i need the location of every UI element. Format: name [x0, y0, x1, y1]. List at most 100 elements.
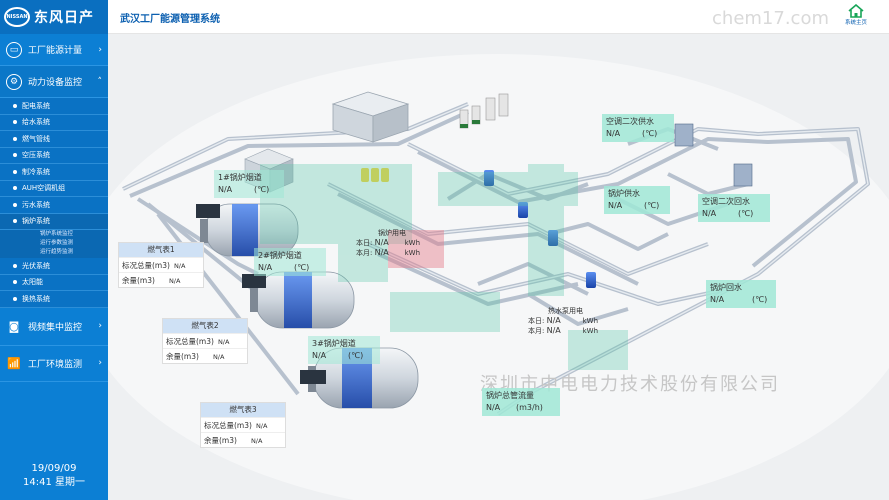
pump-power-today: N/A: [546, 316, 561, 325]
boiler-supply-card: 锅炉供水 N/A(℃): [604, 186, 670, 214]
dosing-tanks: [361, 168, 389, 182]
nav-energy-metering[interactable]: ▭ 工厂能源计量 ›: [0, 34, 108, 66]
sub-item-power-distribution[interactable]: 配电系统: [0, 98, 108, 115]
nav-video-monitoring[interactable]: ◙ 视频集中监控 ›: [0, 308, 108, 346]
gas-meter-2-title: 燃气表2: [163, 319, 247, 333]
ac-supply-unit: (℃): [642, 129, 658, 138]
softener-tanks: [459, 93, 509, 129]
ac-return-value: N/A: [702, 209, 717, 218]
home-label: 系统主页: [844, 20, 867, 26]
boiler-supply-unit: (℃): [644, 201, 660, 210]
nissan-logo-icon: NISSAN: [4, 7, 30, 27]
boiler-diagram: 深圳市中电电力技术股份有限公司 1#锅炉烟道 N/A(℃) 2#锅炉烟道 N/A…: [108, 34, 889, 500]
ac-supply-name: 空调二次供水: [606, 117, 654, 126]
gas-meter-2-rem-value: N/A: [212, 353, 225, 361]
flue-2-name: 2#锅炉烟道: [258, 251, 302, 260]
sub-item-refrigeration[interactable]: 制冷系统: [0, 164, 108, 181]
boiler-child-monitor[interactable]: 锅炉系统监控: [0, 230, 108, 239]
flue-1-card: 1#锅炉烟道 N/A(℃): [214, 170, 284, 198]
chevron-right-icon: ›: [98, 358, 102, 368]
plate-exchangers: [674, 123, 753, 187]
pump-power-today-label: 本日:: [528, 317, 545, 325]
ac-return-unit: (℃): [738, 209, 754, 218]
brand-name: 东风日产: [34, 10, 94, 26]
boiler-power-title: 锅炉用电: [378, 229, 406, 237]
chevron-up-icon: ˄: [97, 76, 103, 87]
pump-power-month-label: 本月:: [528, 327, 545, 335]
gas-meter-2-std-label: 标况总量(m3): [166, 337, 214, 346]
gas-meter-3-std-value: N/A: [255, 422, 268, 430]
sidebar: NISSAN 东风日产 ▭ 工厂能源计量 › ⚙ 动力设备监控 ˄ 配电系统 给…: [0, 0, 108, 500]
flue-3-unit: (℃): [348, 351, 364, 360]
home-icon: [848, 4, 864, 18]
flue-2-value: N/A: [258, 263, 273, 272]
signal-icon: 📶: [7, 356, 21, 370]
gas-meter-1-std-value: N/A: [173, 262, 186, 270]
gas-meter-1-rem-label: 余量(m3): [122, 276, 155, 285]
home-button[interactable]: 系统主页: [841, 4, 871, 26]
gas-meter-3-rem-label: 余量(m3): [204, 436, 237, 445]
boiler-return-card: 锅炉回水 N/A(℃): [706, 280, 776, 308]
nav-env-monitoring[interactable]: 📶 工厂环境监测 ›: [0, 346, 108, 382]
gas-meter-2-std-value: N/A: [217, 338, 230, 346]
current-time: 14:41 星期一: [23, 477, 85, 488]
gas-meter-2: 燃气表2 标况总量(m3)N/A 余量(m3)N/A: [162, 318, 248, 364]
flue-1-name: 1#锅炉烟道: [218, 173, 262, 182]
total-flow-unit: (m3/h): [516, 403, 543, 412]
total-flow-card: 锅炉总管流量 N/A (m3/h): [482, 388, 560, 416]
gas-meter-1-rem-value: N/A: [168, 277, 181, 285]
total-flow-name: 锅炉总管流量: [486, 391, 534, 400]
flue-2-unit: (℃): [294, 263, 310, 272]
pipe-network: [108, 34, 889, 500]
nav-video-monitoring-label: 视频集中监控: [28, 322, 83, 333]
watermark-top: chem17.com: [712, 8, 829, 29]
flue-3-card: 3#锅炉烟道 N/A(℃): [308, 336, 380, 364]
boiler-power-today: N/A: [374, 238, 389, 247]
boiler-power-month: N/A: [374, 248, 389, 257]
nav-energy-metering-label: 工厂能源计量: [28, 46, 83, 56]
boiler-power-month-label: 本月:: [356, 249, 373, 257]
ac-return-name: 空调二次回水: [702, 197, 750, 206]
gas-meter-3: 燃气表3 标况总量(m3)N/A 余量(m3)N/A: [200, 402, 286, 448]
boiler-supply-value: N/A: [608, 201, 623, 210]
sub-item-boiler[interactable]: 锅炉系统: [0, 213, 108, 230]
flue-2-card: 2#锅炉烟道 N/A (℃): [254, 248, 326, 276]
chevron-right-icon: ›: [98, 321, 102, 331]
ac-return-card: 空调二次回水 N/A (℃): [698, 194, 770, 222]
pumps: [484, 170, 596, 288]
current-date: 19/09/09: [31, 463, 77, 474]
gas-meter-3-std-label: 标况总量(m3): [204, 421, 252, 430]
brand-logo: NISSAN 东风日产: [0, 0, 108, 34]
boiler-return-unit: (℃): [752, 295, 768, 304]
gas-meter-3-rem-value: N/A: [250, 437, 263, 445]
header: 武汉工厂能源管理系统 chem17.com 系统主页: [108, 0, 889, 34]
sub-item-photovoltaic[interactable]: 光伏系统: [0, 258, 108, 275]
sub-item-gas-pipeline[interactable]: 燃气管线: [0, 131, 108, 148]
boiler-return-name: 锅炉回水: [710, 283, 742, 292]
flue-3-name: 3#锅炉烟道: [312, 339, 356, 348]
gear-icon: ⚙: [6, 73, 22, 90]
sub-item-water-supply[interactable]: 给水系统: [0, 115, 108, 131]
datetime: 19/09/09 14:41 星期一: [0, 462, 108, 490]
pump-power-title: 热水泵用电: [548, 307, 583, 315]
sub-item-air-compressor[interactable]: 空压系统: [0, 148, 108, 164]
gas-meter-1: 燃气表1 标况总量(m3)N/A 余量(m3)N/A: [118, 242, 204, 288]
gas-meter-1-std-label: 标况总量(m3): [122, 261, 170, 270]
boiler-child-trend[interactable]: 运行趋势监测: [0, 248, 108, 258]
pump-power-month: N/A: [546, 326, 561, 335]
ac-supply-card: 空调二次供水 N/A(℃): [602, 114, 674, 142]
page-title: 武汉工厂能源管理系统: [120, 14, 220, 25]
sub-item-heat-exchange[interactable]: 换热系统: [0, 291, 108, 308]
sub-item-solar[interactable]: 太阳能: [0, 275, 108, 291]
sub-item-auh[interactable]: AUH空调机组: [0, 181, 108, 197]
nav-power-monitoring[interactable]: ⚙ 动力设备监控 ˄: [0, 66, 108, 98]
boiler-child-params[interactable]: 运行参数监测: [0, 239, 108, 248]
flue-1-value: N/A: [218, 185, 233, 194]
water-tank: [331, 91, 410, 143]
total-flow-value: N/A: [486, 403, 501, 412]
nav-env-monitoring-label: 工厂环境监测: [28, 359, 83, 370]
gas-meter-3-title: 燃气表3: [201, 403, 285, 417]
sub-item-sewage[interactable]: 污水系统: [0, 197, 108, 214]
gas-meter-2-rem-label: 余量(m3): [166, 352, 199, 361]
